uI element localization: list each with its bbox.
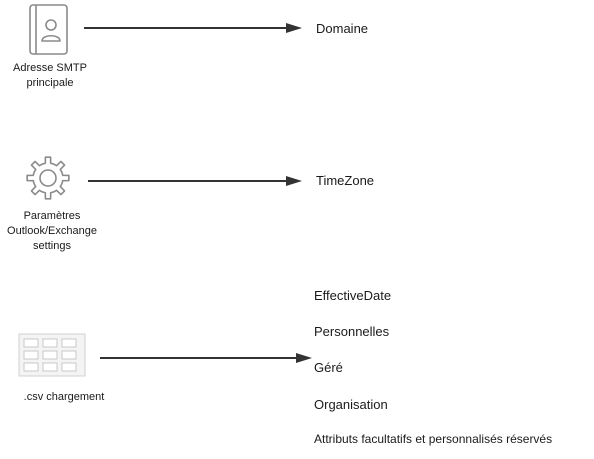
target-attributs: Attributs facultatifs et personnalisés r… <box>314 432 553 446</box>
settings-label-line-2: Outlook/Exchange <box>7 225 97 237</box>
target-gere: Géré <box>314 360 343 375</box>
smtp-label: Adresse SMTP principale <box>0 61 100 91</box>
csv-grid-icon <box>18 333 86 377</box>
settings-label-line-1: Paramètres <box>23 210 81 222</box>
settings-label-line-3: settings <box>33 240 71 252</box>
arrow-smtp-to-domain <box>84 23 302 33</box>
csv-label-line-1: .csv chargement <box>23 391 105 403</box>
target-organisation: Organisation <box>314 397 388 412</box>
smtp-label-line-1: Adresse SMTP <box>13 62 87 74</box>
target-timezone: TimeZone <box>316 173 375 188</box>
target-personnelles: Personnelles <box>314 324 390 339</box>
arrow-settings-to-timezone <box>88 176 302 186</box>
csv-label: .csv chargement <box>4 390 124 405</box>
smtp-label-line-2: principale <box>26 77 74 89</box>
target-domain: Domaine <box>316 21 369 36</box>
gear-icon <box>26 156 70 200</box>
settings-label: Paramètres Outlook/Exchange settings <box>0 209 104 254</box>
target-effective-date: EffectiveDate <box>314 288 392 303</box>
arrow-csv-to-fields <box>100 353 312 363</box>
contact-book-icon <box>29 4 68 55</box>
